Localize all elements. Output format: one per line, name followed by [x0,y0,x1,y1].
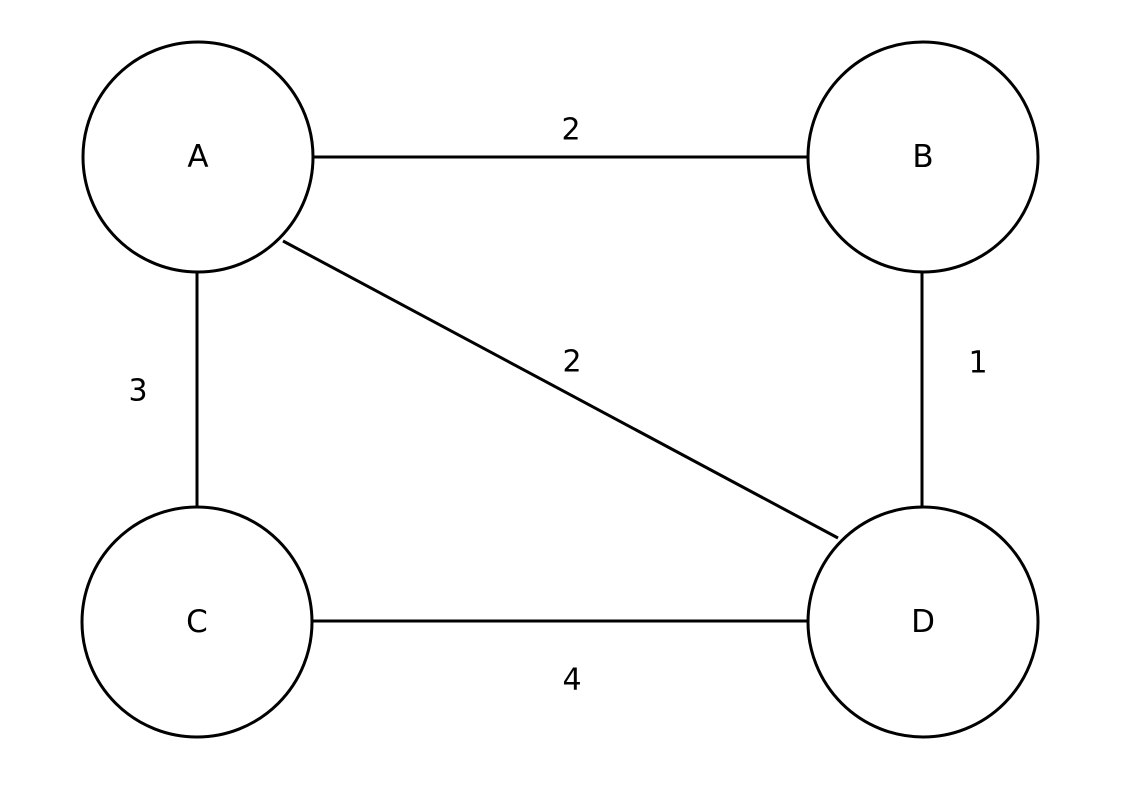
node-d-label: D [911,604,935,640]
node-c-label: C [186,604,208,640]
node-d-circle[interactable] [806,505,1040,739]
node-b-label: B [912,139,933,175]
edge-weight-a-c: 3 [128,374,147,409]
nodes-group [80,40,1040,739]
edge-weight-labels-group: 2 3 2 1 4 [128,113,987,698]
edges-group [195,155,924,623]
edge-weight-a-d: 2 [562,345,581,380]
node-c-circle[interactable] [80,505,314,739]
edge-weight-b-d: 1 [968,346,987,381]
node-a-circle[interactable] [81,40,315,274]
node-b-circle[interactable] [806,40,1040,274]
edge-a-d[interactable] [282,239,839,540]
edge-weight-a-b: 2 [561,113,580,148]
edge-weight-c-d: 4 [562,663,581,698]
node-a-label: A [187,139,208,175]
node-labels-group: A B C D [186,139,935,640]
